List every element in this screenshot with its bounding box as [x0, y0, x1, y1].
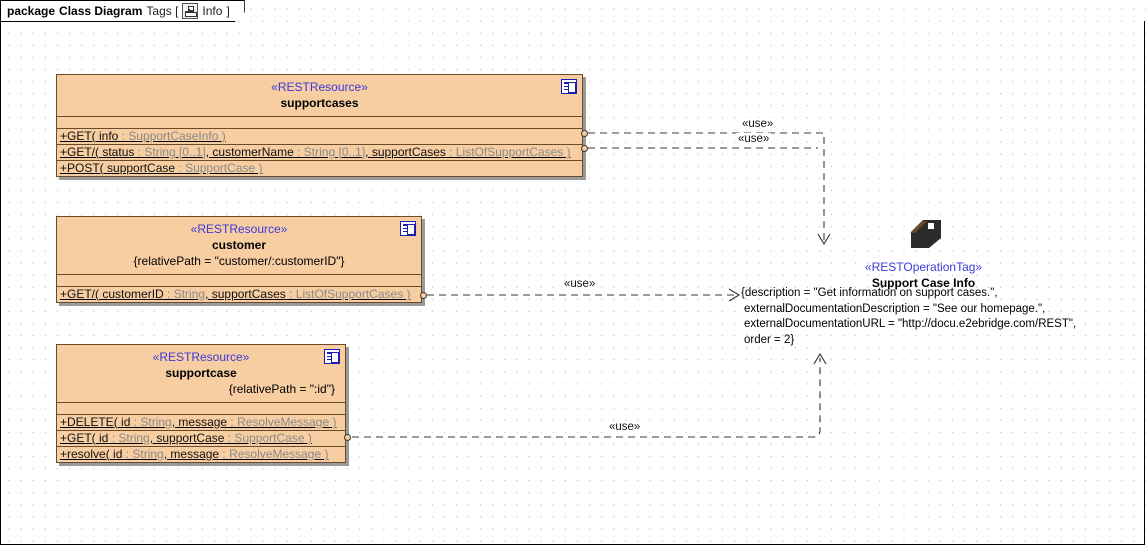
tag-properties: {description = "Get information on suppo…: [741, 286, 1141, 348]
operation-compartment: +GET/( customerID : String, supportCases…: [57, 287, 421, 302]
tag-title-block: «RESTOperationTag» Support Case Info: [741, 260, 1106, 291]
class-supportcase[interactable]: «RESTResource» supportcase {relativePath…: [56, 344, 346, 463]
tag-stereotype: «RESTOperationTag»: [864, 260, 983, 274]
class-header: «RESTResource» supportcase {relativePath…: [57, 345, 345, 403]
operation-compartment: +GET( info : SupportCaseInfo ) +GET/( st…: [57, 129, 582, 176]
attribute-compartment: [57, 275, 421, 287]
operation-row[interactable]: +DELETE( id : String, message : ResolveM…: [57, 415, 345, 431]
tag-property-line: {description = "Get information on suppo…: [741, 287, 998, 299]
operation-compartment: +DELETE( id : String, message : ResolveM…: [57, 415, 345, 462]
class-stereotype: «RESTResource»: [152, 350, 250, 364]
package-header-tab[interactable]: package Class Diagram Tags [ Info ]: [0, 0, 245, 22]
class-name: customer: [211, 238, 267, 252]
class-stereotype: «RESTResource»: [271, 80, 368, 94]
operation-row[interactable]: +GET( info : SupportCaseInfo ): [57, 129, 582, 145]
connector-socket: [344, 434, 351, 441]
tag-name: Support Case Info: [871, 276, 976, 290]
attribute-compartment: [57, 117, 582, 129]
package-name: Class Diagram: [59, 4, 143, 18]
connector-socket: [581, 130, 588, 137]
tag-property-line: order = 2}: [744, 333, 795, 346]
package-frame: [0, 21, 1145, 545]
class-header: «RESTResource» supportcases: [57, 75, 582, 117]
class-constraint: {relativePath = ":id"}: [228, 382, 335, 396]
document-icon[interactable]: [561, 79, 577, 94]
class-supportcases[interactable]: «RESTResource» supportcases +GET( info :…: [56, 74, 583, 177]
attribute-compartment: [57, 403, 345, 415]
operation-row[interactable]: +GET/( customerID : String, supportCases…: [60, 287, 411, 301]
tag-property-line: externalDocumentationURL = "http://docu.…: [744, 318, 1077, 330]
operation-row[interactable]: +POST( supportCase : SupportCase ): [60, 161, 263, 175]
tags-prefix: Tags [: [146, 4, 179, 18]
connector-label-use-4: «use»: [607, 421, 643, 433]
class-name: supportcases: [280, 96, 359, 110]
tags-suffix: ]: [226, 4, 230, 18]
connector-socket: [420, 292, 427, 299]
tag-info-label[interactable]: Info: [202, 4, 223, 18]
class-customer[interactable]: «RESTResource» customer {relativePath = …: [56, 216, 422, 303]
operation-row[interactable]: +GET/( status : String [0..1], customerN…: [57, 145, 582, 161]
package-keyword: package: [7, 4, 56, 18]
document-icon[interactable]: [324, 349, 340, 364]
connector-label-use-2: «use»: [736, 133, 772, 145]
tag-property-line: externalDocumentationDescription = "See …: [744, 302, 1046, 315]
class-header: «RESTResource» customer {relativePath = …: [57, 217, 421, 275]
class-constraint: {relativePath = "customer/:customerID"}: [133, 254, 345, 268]
class-name: supportcase: [165, 366, 237, 380]
class-stereotype: «RESTResource»: [190, 222, 288, 236]
operation-row[interactable]: +resolve( id : String, message : Resolve…: [60, 447, 329, 461]
connector-label-use-1: «use»: [740, 118, 776, 130]
connector-label-use-3: «use»: [562, 278, 598, 290]
operation-row[interactable]: +GET( id : String, supportCase : Support…: [57, 431, 345, 447]
connector-socket: [581, 145, 588, 152]
document-icon[interactable]: [400, 221, 416, 236]
tag-icon: [910, 220, 941, 248]
tree-icon: [182, 3, 198, 19]
